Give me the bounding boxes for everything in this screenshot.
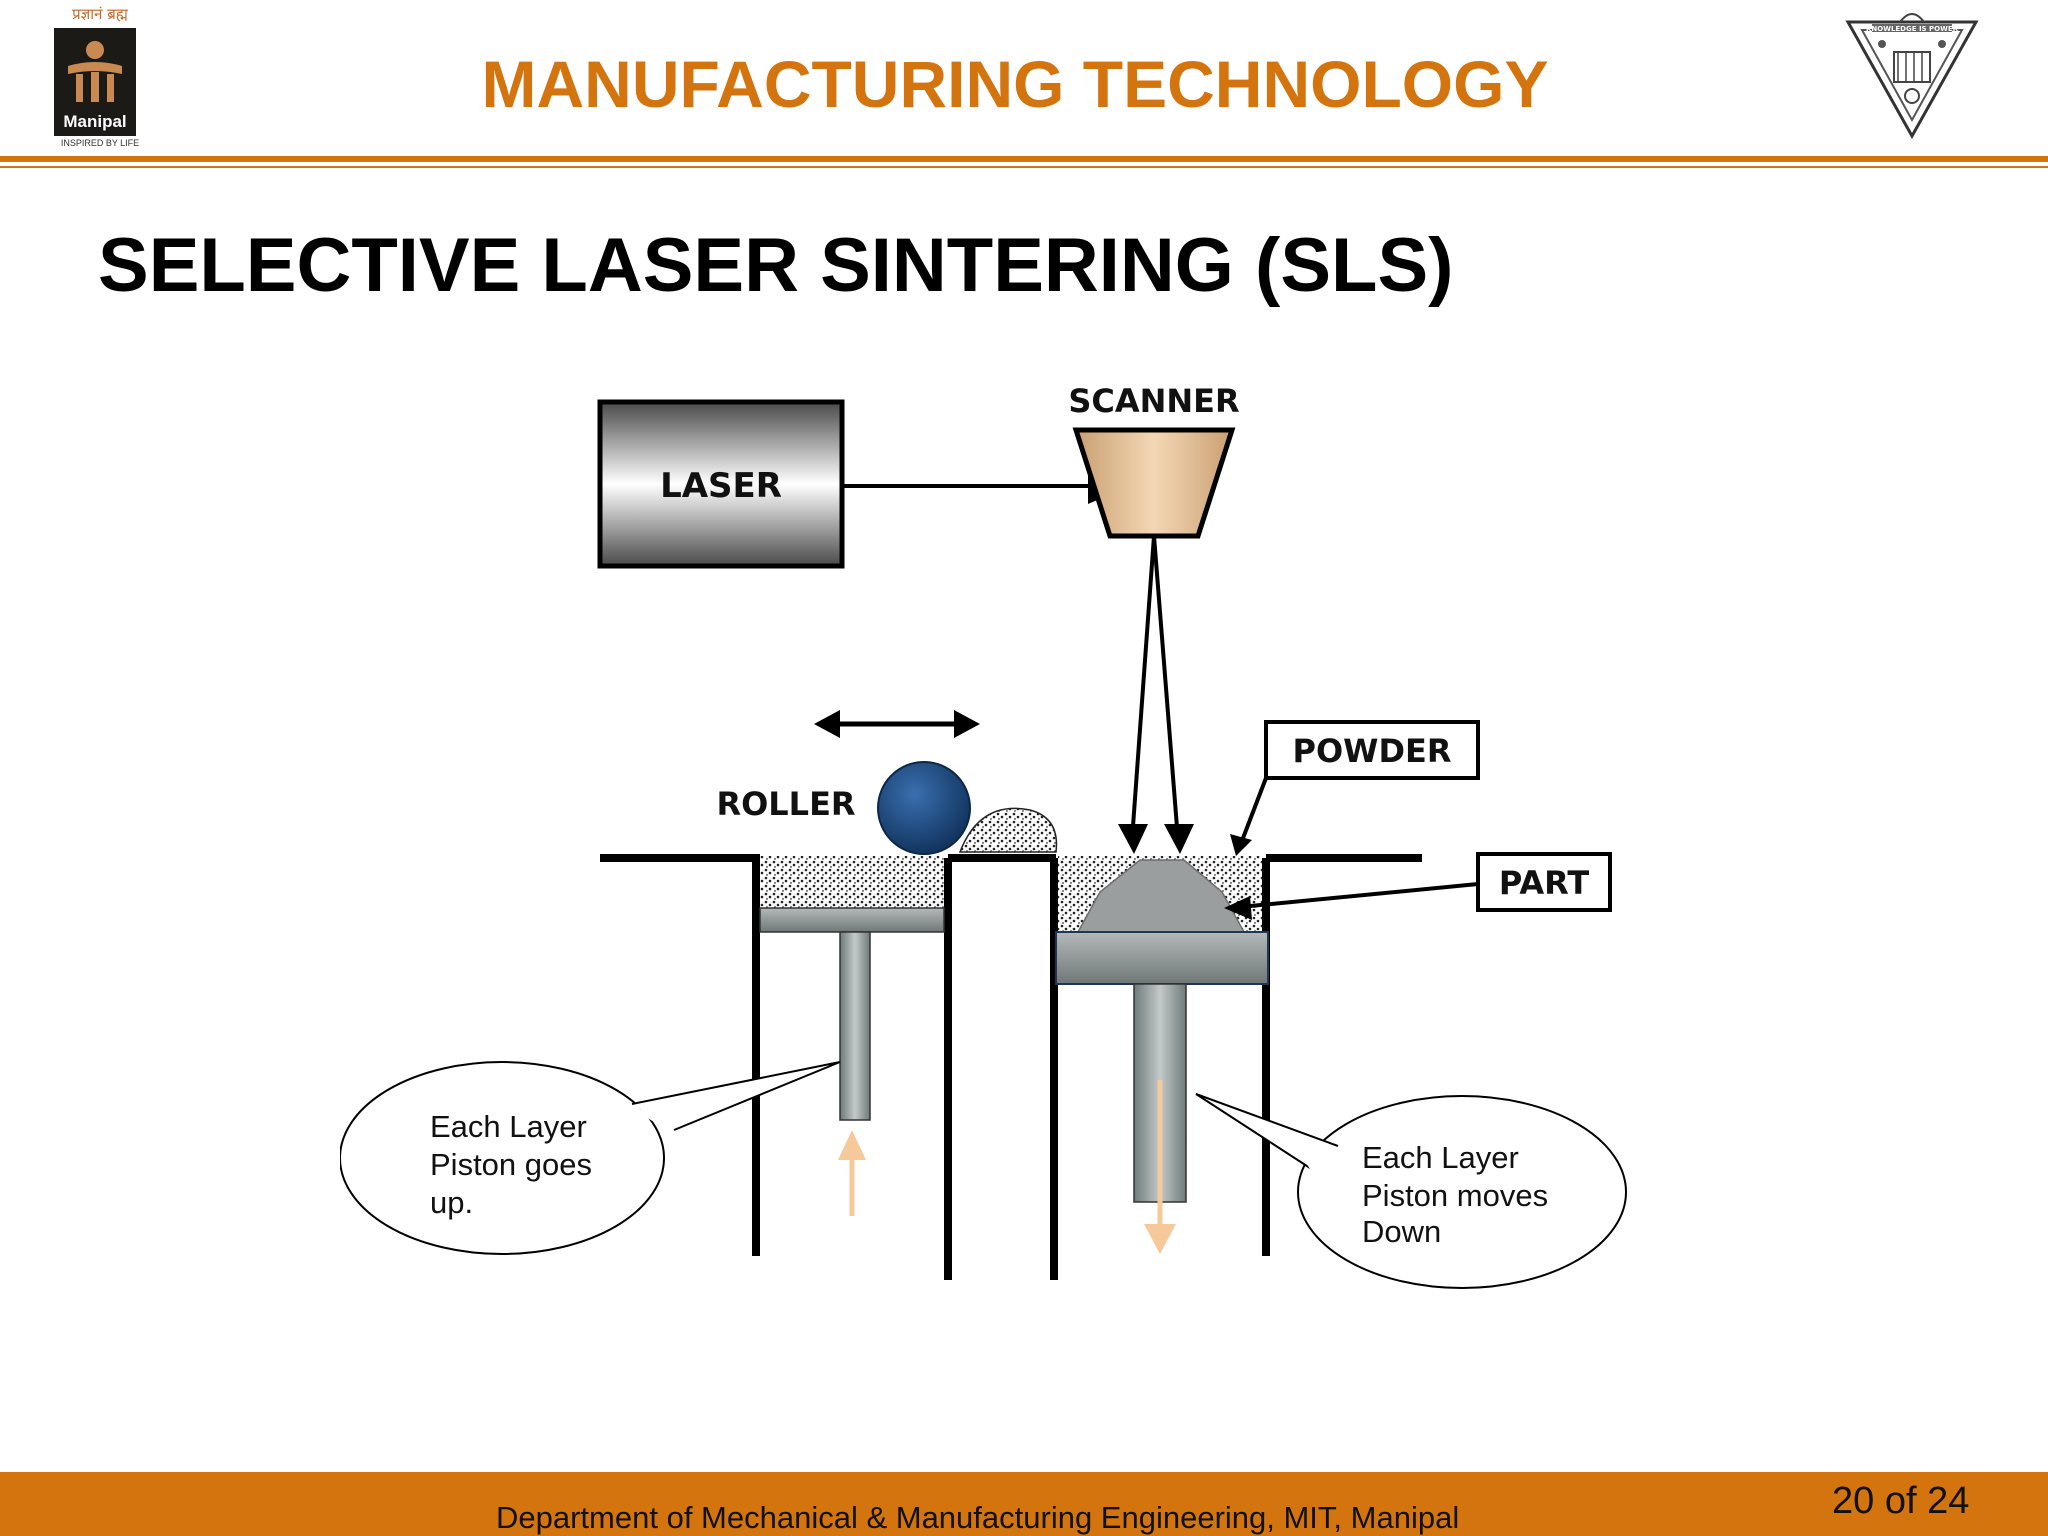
logo-emblem xyxy=(54,28,136,136)
right-callout-line-3: Down xyxy=(1362,1214,1441,1249)
institute-seal-icon: KNOWLEDGE IS POWER xyxy=(1845,13,1979,140)
left-callout-line-2: Piston goes xyxy=(430,1147,592,1182)
part-pointer-head xyxy=(1224,896,1252,920)
powder-label: POWDER xyxy=(1292,732,1451,770)
part-label: PART xyxy=(1499,864,1589,902)
scanner-beam-right xyxy=(1152,535,1180,841)
footer-department: Department of Mechanical & Manufacturing… xyxy=(496,1500,1460,1535)
logo-subtitle: INSPIRED BY LIFE xyxy=(60,138,140,148)
left-callout-line-3: up. xyxy=(430,1185,473,1220)
scanner-beam-left xyxy=(1130,535,1156,841)
logo-tagline: प्रज्ञानं ब्रह्म xyxy=(72,5,128,23)
roller xyxy=(877,761,971,855)
right-callout: Each Layer Piston moves Down xyxy=(1195,1093,1627,1289)
right-callout-line-2: Piston moves xyxy=(1362,1178,1548,1213)
roller-travel-arrow xyxy=(814,710,980,738)
manipal-emblem-icon xyxy=(68,41,122,102)
part-label-box: PART xyxy=(1476,852,1612,912)
laser-label: LASER xyxy=(660,466,782,506)
scanner: SCANNER xyxy=(1068,382,1240,539)
scanner-label: SCANNER xyxy=(1068,382,1239,420)
beam-left-arrowhead xyxy=(1118,824,1148,854)
header-title: MANUFACTURING TECHNOLOGY xyxy=(481,47,1549,121)
feed-platform xyxy=(759,907,945,933)
build-platform xyxy=(1055,931,1269,985)
left-callout: Each Layer Piston goes up. xyxy=(340,1061,841,1255)
sls-diagram: LASER SCANNER ROLLER xyxy=(340,382,1627,1289)
part-pointer xyxy=(1229,882,1479,910)
feed-piston xyxy=(839,931,871,1121)
page-number: 20 of 24 xyxy=(1832,1480,1970,1522)
powder-pointer xyxy=(1238,777,1268,847)
manipal-logo: प्रज्ञानं ब्रह्म Manipal INSPIRED BY LIF… xyxy=(50,4,150,152)
logo-name: Manipal xyxy=(63,112,127,131)
piston-down-arrow xyxy=(1144,1080,1176,1254)
header-rule xyxy=(0,156,2048,162)
piston-up-arrow xyxy=(838,1130,866,1216)
footer-bar xyxy=(0,1472,2048,1536)
powder-pointer-head xyxy=(1230,834,1252,856)
machine-walls xyxy=(600,854,1422,1280)
header-rule-thin xyxy=(0,166,2048,168)
roller-powder-pile xyxy=(958,807,1058,853)
laser-box: LASER xyxy=(597,399,845,569)
beam-right-arrowhead xyxy=(1164,824,1194,854)
slide-title: SELECTIVE LASER SINTERING (SLS) xyxy=(98,223,1454,308)
powder-label-box: POWDER xyxy=(1264,720,1480,780)
left-callout-line-1: Each Layer xyxy=(430,1109,587,1144)
institute-seal: KNOWLEDGE IS POWER xyxy=(1842,4,1982,140)
roller-label: ROLLER xyxy=(716,785,855,823)
right-callout-line-1: Each Layer xyxy=(1362,1140,1519,1175)
seal-motto: KNOWLEDGE IS POWER xyxy=(1866,25,1959,33)
